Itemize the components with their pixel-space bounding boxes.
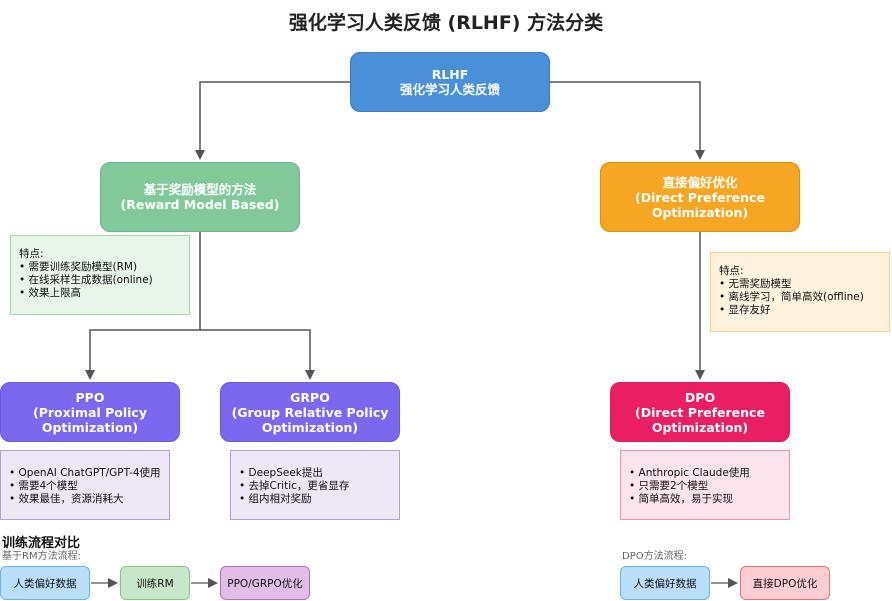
dpo-flow-step-preference-data: 人类偏好数据	[620, 566, 710, 600]
ppo-node-subtitle: (Proximal Policy Optimization)	[33, 404, 147, 435]
direct-preference-subtitle-1: (Direct Preference	[635, 189, 765, 205]
dpo-notes-item: • Anthropic Claude使用	[629, 467, 750, 479]
dpo-node-subtitle-2: Optimization)	[651, 419, 749, 435]
ppo-notes: • OpenAI ChatGPT/GPT-4使用 • 需要4个模型 • 效果最佳…	[0, 450, 170, 520]
grpo-notes: • DeepSeek提出 • 去掉Critic，更省显存 • 组内相对奖励	[230, 450, 400, 520]
direct-preference-title: 直接偏好优化	[662, 174, 738, 190]
reward-features-item: • 效果上限高	[19, 287, 82, 299]
grpo-node: GRPO (Group Relative Policy Optimization…	[220, 382, 400, 442]
rlhf-node-subtitle: 强化学习人类反馈	[399, 82, 500, 97]
dpo-notes-item: • 只需要2个模型	[629, 480, 709, 492]
rm-flow-label: 基于RM方法流程:	[2, 551, 81, 562]
dpo-node-subtitle-1: (Direct Preference	[635, 404, 765, 420]
dpo-features-item: • 显存友好	[719, 304, 771, 316]
comparison-title: 训练流程对比	[2, 536, 81, 551]
ppo-node: PPO (Proximal Policy Optimization)	[0, 382, 180, 442]
dpo-features-note: 特点: • 无需奖励模型 • 离线学习，简单高效(offline) • 显存友好	[710, 252, 890, 332]
rlhf-node: RLHF 强化学习人类反馈	[350, 52, 550, 112]
dpo-notes: • Anthropic Claude使用 • 只需要2个模型 • 简单高效，易于…	[620, 450, 790, 520]
ppo-notes-item: • 需要4个模型	[9, 480, 78, 492]
rlhf-node-title: RLHF	[431, 67, 469, 82]
dpo-node-title: DPO	[684, 389, 716, 405]
ppo-notes-item: • OpenAI ChatGPT/GPT-4使用	[9, 467, 161, 479]
dpo-features-heading: 特点:	[719, 265, 744, 277]
connector-reward-to-grpo	[200, 329, 315, 380]
reward-based-subtitle: (Reward Model Based)	[120, 197, 280, 212]
dpo-features-item: • 离线学习，简单高效(offline)	[719, 291, 864, 303]
connector-rlhf-to-direct	[550, 81, 705, 160]
dpo-node: DPO (Direct Preference Optimization)	[610, 382, 790, 442]
dpo-flow-label: DPO方法流程:	[622, 551, 687, 562]
grpo-notes-item: • 组内相对奖励	[239, 493, 312, 505]
ppo-node-title: PPO	[75, 389, 105, 405]
reward-based-title: 基于奖励模型的方法	[143, 182, 257, 197]
connector-rlhf-to-reward	[195, 81, 350, 160]
dpo-flow-step-direct-opt: 直接DPO优化	[740, 566, 830, 600]
reward-features-item: • 需要训练奖励模型(RM)	[19, 261, 138, 273]
grpo-node-title: GRPO	[290, 389, 330, 405]
direct-preference-node: 直接偏好优化 (Direct Preference Optimization)	[600, 162, 800, 232]
dpo-features-item: • 无需奖励模型	[719, 278, 792, 290]
page-title: 强化学习人类反馈 (RLHF) 方法分类	[288, 12, 604, 34]
grpo-notes-item: • 去掉Critic，更省显存	[239, 480, 350, 492]
connector-reward-to-ppo	[85, 232, 201, 380]
rm-flow-step-policy-opt: PPO/GRPO优化	[220, 566, 310, 600]
reward-based-node: 基于奖励模型的方法 (Reward Model Based)	[100, 162, 300, 232]
reward-features-item: • 在线采样生成数据(online)	[19, 274, 153, 286]
rm-flow-step-preference-data: 人类偏好数据	[0, 566, 90, 600]
grpo-node-subtitle-2: Optimization)	[261, 419, 359, 435]
dpo-notes-item: • 简单高效，易于实现	[629, 493, 734, 505]
grpo-node-subtitle-1: (Group Relative Policy	[231, 404, 389, 420]
ppo-notes-item: • 效果最佳，资源消耗大	[9, 493, 124, 505]
reward-features-heading: 特点:	[19, 248, 44, 260]
reward-features-note: 特点: • 需要训练奖励模型(RM) • 在线采样生成数据(online) • …	[10, 235, 190, 315]
rm-flow-step-train-rm: 训练RM	[120, 566, 190, 600]
grpo-notes-item: • DeepSeek提出	[239, 467, 323, 479]
direct-preference-subtitle-2: Optimization)	[651, 204, 749, 220]
